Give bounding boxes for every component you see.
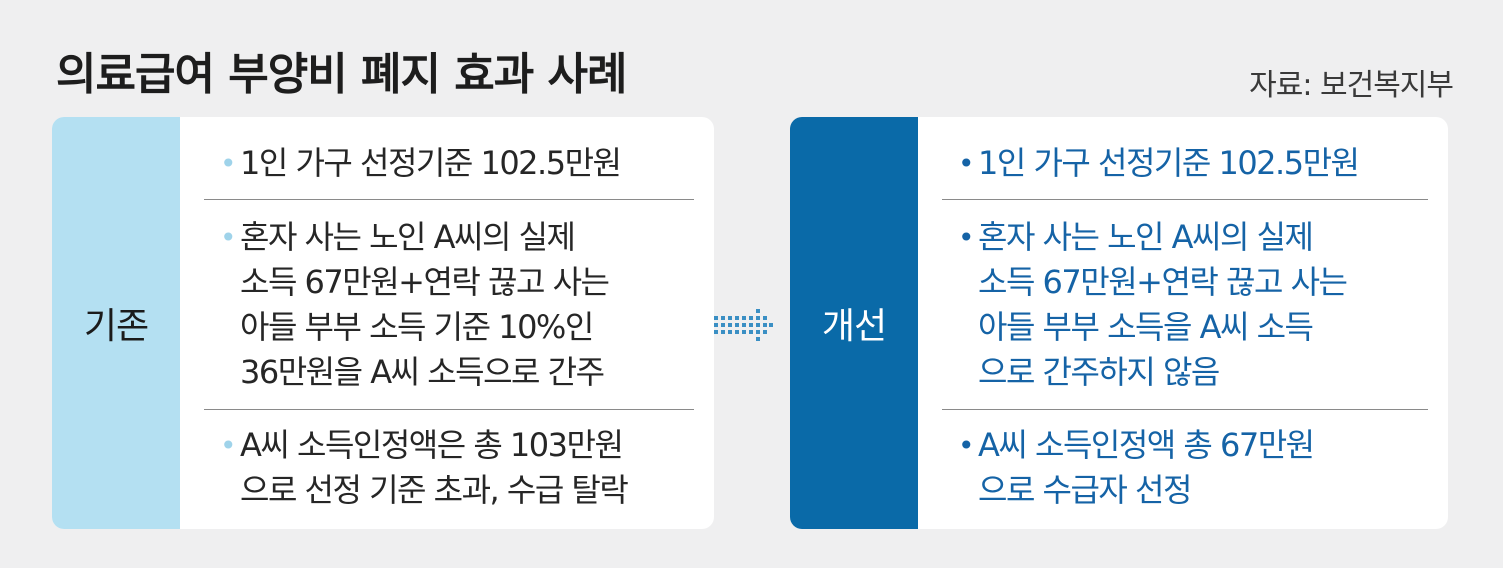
bullet-icon: • xyxy=(220,429,237,462)
divider xyxy=(942,409,1428,410)
dotted-right-arrow-icon xyxy=(714,309,773,341)
divider xyxy=(204,199,694,200)
after-rows: • 1인 가구 선정기준 102.5만원 • 혼자 사는 노인 A씨의 실제 소… xyxy=(918,117,1448,529)
bullet-icon: • xyxy=(958,429,975,462)
divider xyxy=(204,409,694,410)
after-label: 개선 xyxy=(790,117,918,529)
before-item-3-text: A씨 소득인정액은 총 103만원 으로 선정 기준 초과, 수급 탈락 xyxy=(240,426,629,509)
bullet-icon: • xyxy=(958,221,975,254)
bullet-icon: • xyxy=(958,147,975,180)
divider xyxy=(942,199,1428,200)
before-item-2-text: 혼자 사는 노인 A씨의 실제 소득 67만원+연락 끊고 사는 아들 부부 소… xyxy=(240,218,610,391)
after-item-2-text: 혼자 사는 노인 A씨의 실제 소득 67만원+연락 끊고 사는 아들 부부 소… xyxy=(978,218,1348,391)
after-panel: 개선 • 1인 가구 선정기준 102.5만원 • 혼자 사는 노인 A씨의 실… xyxy=(790,117,1448,529)
before-panel: 기존 • 1인 가구 선정기준 102.5만원 • 혼자 사는 노인 A씨의 실… xyxy=(52,117,714,529)
before-item-1-text: 1인 가구 선정기준 102.5만원 xyxy=(240,144,622,182)
bullet-icon: • xyxy=(220,221,237,254)
page-title: 의료급여 부양비 폐지 효과 사례 xyxy=(56,49,628,100)
after-item-3-text: A씨 소득인정액 총 67만원 으로 수급자 선정 xyxy=(978,426,1315,509)
before-rows: • 1인 가구 선정기준 102.5만원 • 혼자 사는 노인 A씨의 실제 소… xyxy=(180,117,714,529)
bullet-icon: • xyxy=(220,147,237,180)
source-label: 자료: 보건복지부 xyxy=(1249,68,1454,103)
before-label: 기존 xyxy=(52,117,180,529)
after-item-1-text: 1인 가구 선정기준 102.5만원 xyxy=(978,144,1360,182)
